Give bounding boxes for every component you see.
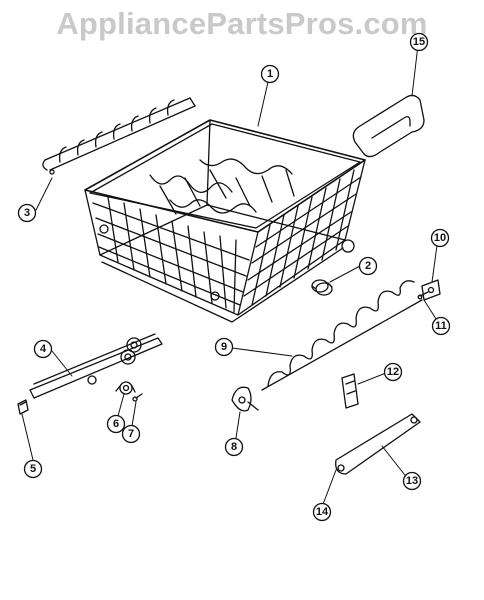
svg-text:3: 3 (24, 207, 30, 219)
svg-text:13: 13 (406, 475, 418, 487)
callout-1: 1 (260, 64, 280, 84)
callout-10: 10 (430, 228, 450, 248)
rack-basket (84, 119, 366, 323)
cup-shelf (42, 97, 196, 175)
callout-6: 6 (106, 414, 126, 434)
callout-13: 13 (402, 471, 422, 491)
svg-text:11: 11 (435, 320, 447, 332)
screw (132, 393, 143, 402)
callout-15: 15 (409, 32, 429, 52)
svg-text:5: 5 (30, 463, 36, 475)
tine-row-wire (261, 280, 423, 391)
pin (417, 291, 429, 300)
rack-adjuster (231, 386, 259, 412)
svg-text:7: 7 (128, 428, 134, 440)
roller-wheel (311, 279, 333, 296)
leader-lines (21, 44, 439, 508)
latch (341, 373, 359, 409)
svg-text:9: 9 (221, 341, 227, 353)
rail-roller (115, 381, 136, 395)
slide-rail (29, 333, 163, 399)
svg-text:2: 2 (365, 260, 371, 272)
callouts: 1 2 3 4 5 6 7 (17, 32, 451, 522)
svg-text:10: 10 (434, 232, 446, 244)
rail-end-cap (17, 399, 29, 415)
callout-12: 12 (383, 362, 403, 382)
callout-3: 3 (17, 203, 37, 223)
svg-text:1: 1 (267, 68, 273, 80)
svg-text:15: 15 (413, 36, 425, 48)
svg-text:6: 6 (113, 418, 119, 430)
svg-text:14: 14 (316, 506, 329, 518)
callout-11: 11 (431, 316, 451, 336)
svg-text:4: 4 (40, 343, 47, 355)
rack-handle (352, 94, 425, 158)
callout-14: 14 (312, 502, 332, 522)
svg-text:12: 12 (387, 366, 399, 378)
callout-2: 2 (358, 256, 378, 276)
callout-9: 9 (214, 337, 234, 357)
callout-5: 5 (23, 459, 43, 479)
watermark-text: AppliancePartsPros.com (56, 6, 428, 41)
callout-8: 8 (224, 437, 244, 457)
callout-7: 7 (121, 424, 141, 444)
svg-text:8: 8 (231, 441, 237, 453)
clip-bracket (421, 279, 441, 301)
support-bracket (335, 413, 421, 475)
callout-4: 4 (33, 339, 53, 359)
